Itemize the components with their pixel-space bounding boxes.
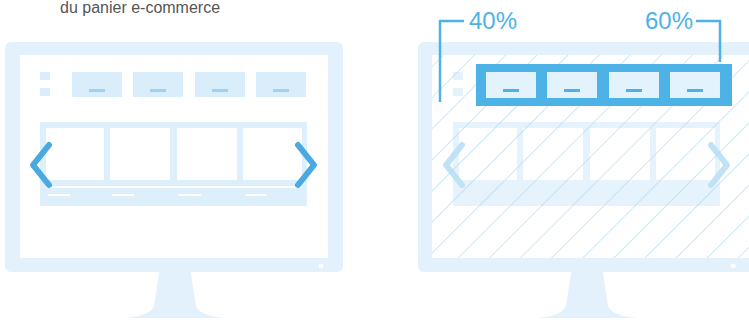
monitor-right <box>418 42 749 318</box>
bracket-60 <box>696 21 720 62</box>
monitor-left <box>5 42 343 318</box>
bracket-40 <box>440 21 464 102</box>
percent-label: 40% <box>469 9 517 33</box>
caption-text: du panier e-commerce <box>60 0 220 16</box>
percent-label: 60% <box>645 9 693 33</box>
